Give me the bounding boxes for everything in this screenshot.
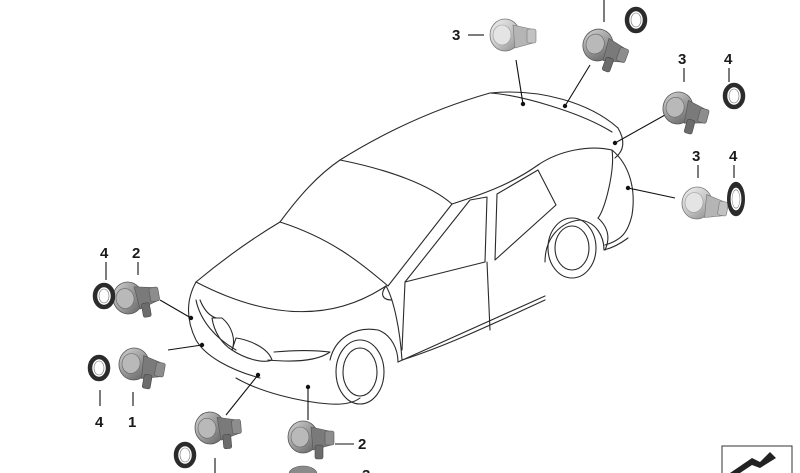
car-outline [187,91,634,405]
sensor-part-front-center-bottom [287,420,335,473]
sensor-part-top-center [489,18,537,52]
callout-2: 2 [358,436,366,453]
ring-part-rear-upper [725,85,743,107]
arrow-box-icon [721,445,793,473]
callout-3: 3 [362,467,370,473]
ring-part-top [627,9,645,31]
sensor-part-top-right [575,24,634,77]
leader-lines [99,0,735,473]
ring-part-rear-lower [729,185,743,214]
sensor-part-front-bottom [193,408,244,452]
callout-3: 3 [692,148,700,165]
callout-4: 4 [724,51,733,68]
sensor-part-rear-lower [679,184,731,225]
callout-4: 4 [729,148,738,165]
sensor-part-front-left-upper [110,276,163,323]
ring-part-front-upper [95,285,113,307]
callout-3: 3 [452,27,460,44]
callout-4: 4 [95,414,104,431]
callout-4: 4 [100,245,109,262]
sensor-part-front-left-lower [115,345,168,392]
sensor-part-rear-upper [657,88,713,138]
ring-part-bottom [176,444,194,466]
callout-3: 3 [678,51,686,68]
ring-part-front-lower [90,357,108,379]
callout-1: 1 [128,414,136,431]
callout-2: 2 [132,245,140,262]
